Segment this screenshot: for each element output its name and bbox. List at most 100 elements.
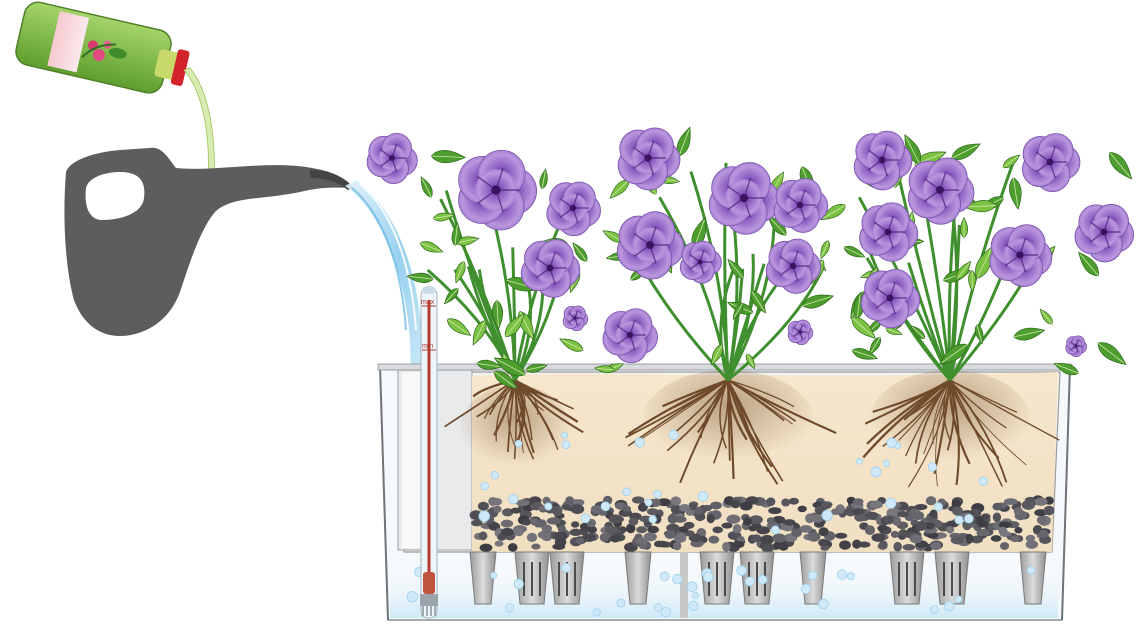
clay-pebble bbox=[703, 505, 712, 511]
water-droplet bbox=[955, 516, 963, 524]
clay-pebble bbox=[1044, 506, 1055, 516]
water-droplet bbox=[801, 584, 810, 593]
planter-box bbox=[378, 364, 1072, 620]
clay-pebble bbox=[684, 522, 695, 529]
water-droplet bbox=[407, 592, 417, 602]
clay-pebble bbox=[721, 522, 732, 528]
clay-pebble bbox=[902, 544, 915, 551]
petunia-flower bbox=[603, 309, 658, 363]
water-droplet bbox=[819, 599, 829, 609]
water-droplet bbox=[635, 438, 644, 447]
water-droplet bbox=[661, 607, 671, 617]
clay-pebble bbox=[899, 529, 908, 536]
clay-pebble bbox=[694, 507, 703, 515]
leaf bbox=[968, 270, 976, 291]
water-droplet bbox=[562, 563, 571, 572]
clay-pebble bbox=[652, 499, 661, 508]
water-droplet bbox=[687, 582, 697, 592]
clay-pebble bbox=[998, 527, 1007, 535]
leaf bbox=[1105, 148, 1137, 183]
clay-pebble bbox=[768, 507, 781, 514]
leaf bbox=[1008, 177, 1024, 210]
water-droplet bbox=[883, 460, 889, 466]
water-droplet bbox=[944, 601, 954, 611]
clay-pebble bbox=[726, 515, 740, 524]
water-droplet bbox=[479, 511, 490, 522]
water-droplet bbox=[491, 471, 498, 478]
water-droplet bbox=[515, 440, 522, 447]
water-droplet bbox=[934, 503, 942, 511]
clay-pebble bbox=[562, 504, 571, 510]
clay-pebble bbox=[493, 506, 501, 513]
clay-pebble bbox=[818, 539, 828, 547]
clay-pebble bbox=[897, 511, 908, 517]
petunia-flower bbox=[854, 131, 912, 190]
clay-pebble bbox=[576, 538, 585, 544]
clay-pebble bbox=[671, 496, 682, 505]
clay-pebble bbox=[977, 520, 988, 528]
wicking-foot bbox=[515, 552, 549, 604]
water-droplet bbox=[514, 579, 524, 589]
clay-pebble bbox=[991, 535, 1002, 542]
leaf bbox=[538, 168, 549, 189]
water-droplet bbox=[886, 498, 896, 508]
clay-pebble bbox=[1000, 542, 1009, 550]
water-droplet bbox=[745, 577, 754, 586]
clay-pebble bbox=[665, 530, 676, 539]
clay-pebble bbox=[910, 509, 921, 516]
leaf bbox=[801, 290, 835, 311]
clay-pebble bbox=[772, 533, 786, 542]
clay-pebble bbox=[623, 506, 631, 513]
clay-pebble bbox=[821, 501, 832, 507]
leaf bbox=[431, 150, 466, 164]
water-level-gauge-icon: max min bbox=[420, 286, 438, 618]
clay-pebble bbox=[547, 517, 561, 524]
petunia-flower bbox=[680, 241, 721, 283]
clay-pebble bbox=[733, 541, 745, 548]
water-droplet bbox=[545, 503, 552, 510]
clay-pebble bbox=[853, 498, 863, 505]
petunia-flower bbox=[788, 320, 813, 345]
clay-pebble bbox=[965, 534, 973, 544]
clay-pebble bbox=[673, 541, 681, 550]
water-droplet bbox=[737, 566, 747, 576]
wicking-foot bbox=[890, 552, 924, 604]
water-droplet bbox=[561, 432, 567, 438]
petunia-flower bbox=[547, 182, 601, 236]
clay-pebble bbox=[635, 538, 647, 545]
clay-pebble bbox=[893, 542, 901, 552]
wicking-foot bbox=[625, 552, 651, 604]
leaf bbox=[417, 175, 435, 199]
leaf bbox=[442, 286, 461, 306]
water-droplet bbox=[623, 488, 631, 496]
clay-pebble bbox=[743, 518, 752, 526]
stem bbox=[728, 264, 764, 380]
leaf bbox=[1038, 307, 1055, 326]
clay-pebble bbox=[571, 504, 585, 514]
clay-pebble bbox=[708, 536, 719, 544]
petunia-flower bbox=[1022, 133, 1080, 191]
clay-pebble bbox=[501, 520, 513, 528]
water-droplet bbox=[871, 467, 881, 477]
clay-pebble bbox=[712, 527, 723, 534]
gauge-max-label: max bbox=[421, 299, 435, 306]
clay-pebble bbox=[610, 535, 620, 543]
water-droplet bbox=[856, 458, 862, 464]
clay-pebble bbox=[910, 534, 923, 543]
clay-pebble bbox=[839, 540, 851, 549]
leaf bbox=[1094, 338, 1130, 370]
petunia-flower bbox=[1075, 204, 1134, 262]
water-droplet bbox=[689, 601, 698, 610]
clay-pebble bbox=[542, 525, 552, 533]
clay-pebble bbox=[926, 496, 936, 505]
petunia-flower bbox=[367, 133, 417, 183]
clay-pebble bbox=[778, 543, 788, 551]
clay-pebble bbox=[865, 525, 875, 535]
clay-pebble bbox=[858, 542, 871, 548]
water-droplet bbox=[837, 570, 847, 580]
clay-pebble bbox=[1026, 535, 1035, 542]
water-droplet bbox=[771, 526, 779, 534]
clay-pebble bbox=[657, 541, 668, 548]
water-droplet bbox=[759, 575, 768, 584]
clay-pebble bbox=[952, 506, 963, 515]
